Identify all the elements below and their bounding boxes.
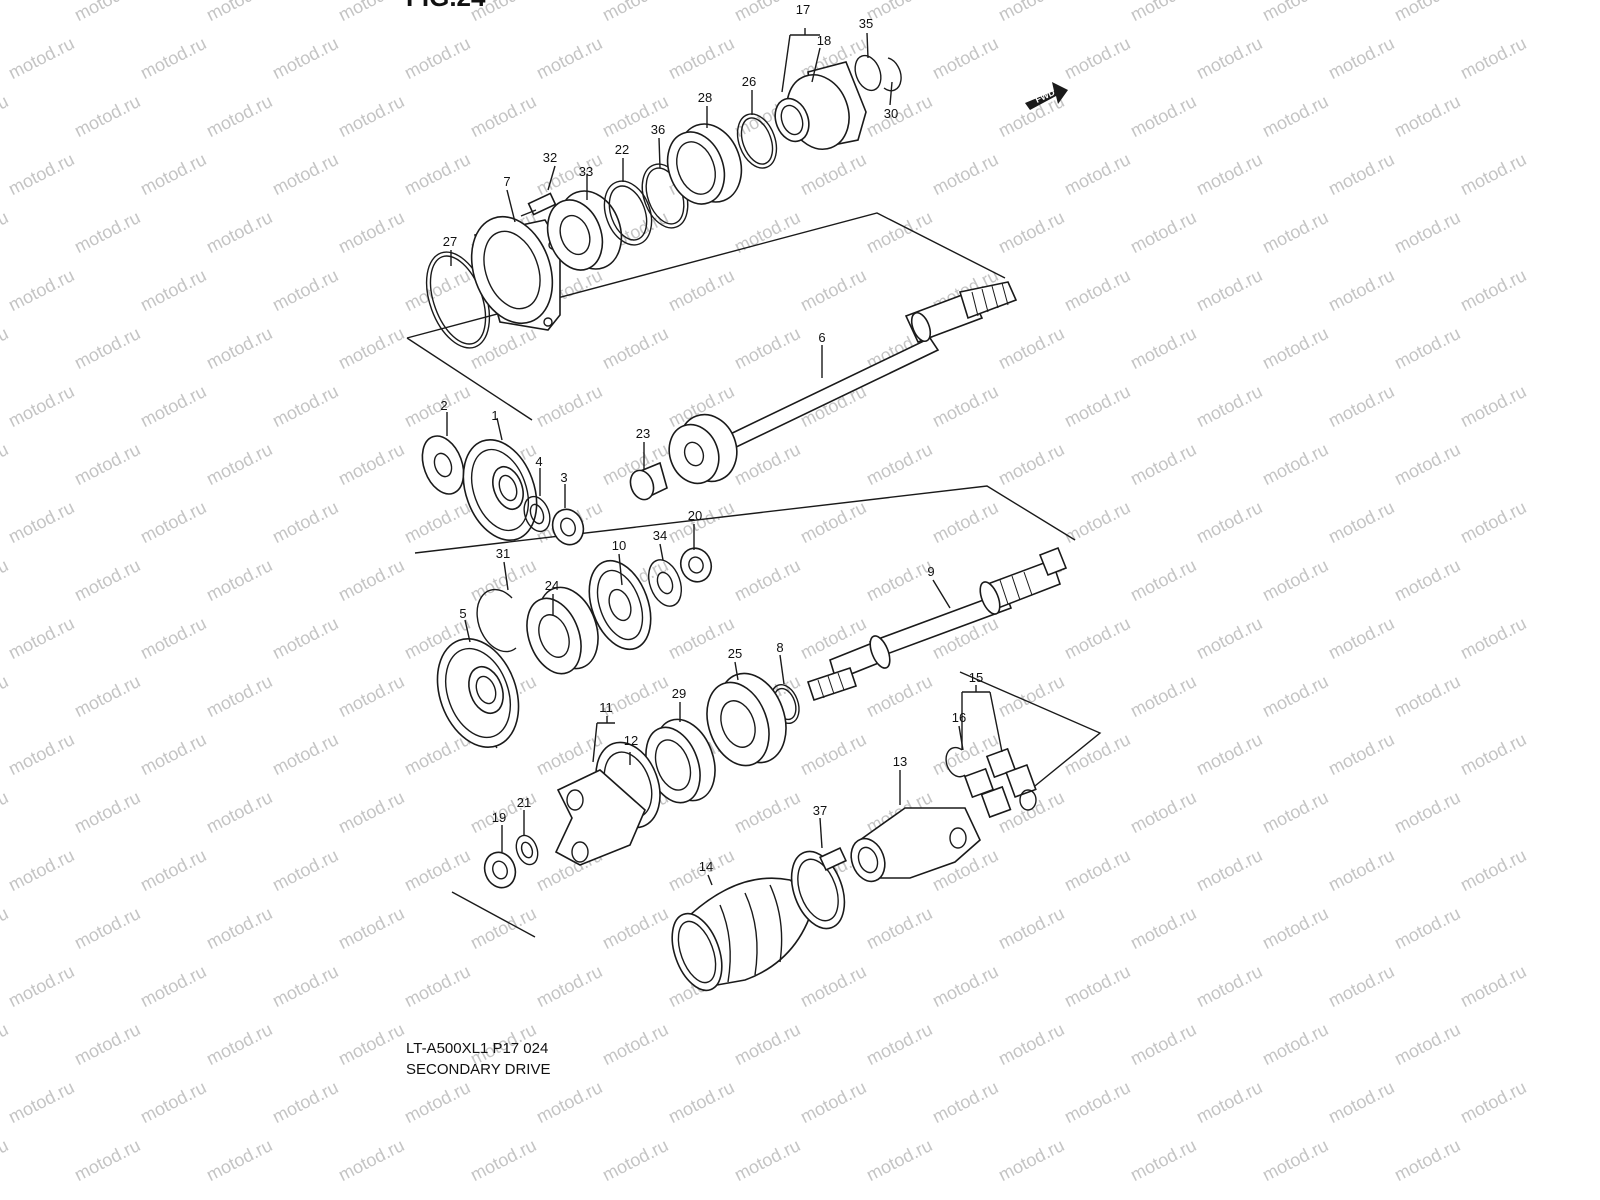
part-20-nut [679,547,713,583]
part-32-bolt [520,192,557,217]
fwd-arrow-icon: FWD [1025,82,1068,110]
callout-4: 4 [535,454,542,469]
figure-code: LT-A500XL1 P17 024 [406,1040,549,1057]
part-25-bearing [706,672,787,767]
group-frame-lower [959,671,1102,791]
part-31-circlip [476,588,517,653]
callout-32: 32 [543,150,557,165]
fwd-label: FWD [1034,87,1057,105]
callout-7: 7 [503,174,510,189]
callout-28: 28 [698,90,712,105]
callout-22: 22 [615,142,629,157]
callout-10: 10 [612,538,626,553]
callout-21: 21 [517,795,531,810]
part-30-circlip [883,57,902,92]
callout-20: 20 [688,508,702,523]
part-15-spider [963,747,1037,819]
part-21-washer [515,834,539,866]
callout-14: 14 [699,859,713,874]
part-9-output-shaft [806,546,1068,702]
callout-2: 2 [440,398,447,413]
callout-33: 33 [579,164,593,179]
callout-27: 27 [443,234,457,249]
part-37-clamp [790,846,847,930]
part-28-oil-seal [666,123,743,205]
callout-5: 5 [459,606,466,621]
callout-6: 6 [818,330,825,345]
part-5-bevel-gear [436,637,520,749]
callout-13: 13 [893,754,907,769]
leader-lines [446,28,1003,886]
part-4-washer [523,495,551,533]
part-1-bevel-gear [462,438,538,542]
part-14-boot [671,877,816,992]
callout-25: 25 [728,646,742,661]
callout-labels: 17 18 35 30 26 28 36 22 33 32 7 27 6 23 … [440,2,983,874]
callout-8: 8 [776,640,783,655]
callout-24: 24 [545,578,559,593]
figure-title: FIG.24 [406,0,486,12]
figure-caption: LT-A500XL1 P17 024 SECONDARY DRIVE [406,1038,551,1080]
part-16-circlip [945,746,966,778]
part-33-bearing [546,190,623,271]
callout-23: 23 [636,426,650,441]
part-35-ring [854,54,882,92]
callout-12: 12 [624,733,638,748]
part-23-needle-bearing [629,461,668,501]
callout-18: 18 [817,33,831,48]
callout-1: 1 [491,408,498,423]
group-frame-upper [406,212,1006,339]
part-3-nut [551,508,585,546]
part-10-bevel-gear [588,559,652,651]
callout-17: 17 [796,2,810,17]
part-24-bearing [526,586,599,675]
part-7-bearing-housing [470,215,561,331]
callout-15: 15 [969,670,983,685]
callout-16: 16 [952,710,966,725]
part-13-yoke [850,807,981,883]
callout-37: 37 [813,803,827,818]
part-22-shim [603,180,653,246]
callout-36: 36 [651,122,665,137]
callout-29: 29 [672,686,686,701]
callout-31: 31 [496,546,510,561]
part-18-gear-housing [774,61,867,150]
part-26-o-ring [736,113,778,169]
part-11-yoke [554,769,646,866]
group-frame-middle [414,485,1076,554]
part-6-drive-shaft [668,281,1018,485]
callout-26: 26 [742,74,756,89]
callout-9: 9 [927,564,934,579]
part-34-washer [647,559,683,607]
callout-35: 35 [859,16,873,31]
callout-19: 19 [492,810,506,825]
callout-34: 34 [653,528,667,543]
callout-3: 3 [560,470,567,485]
callout-30: 30 [884,106,898,121]
callout-11: 11 [599,700,613,715]
part-2-washer [421,435,465,495]
part-19-nut [483,851,517,889]
figure-name: SECONDARY DRIVE [406,1061,551,1078]
